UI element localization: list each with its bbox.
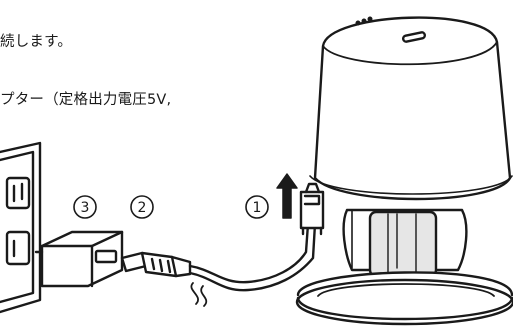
- step-1-circle: [245, 195, 269, 219]
- lamp-device: [295, 16, 513, 326]
- step-2-circle: [130, 195, 154, 219]
- usb-power-adapter: [34, 230, 124, 288]
- device-connector: [299, 182, 325, 236]
- up-arrow-icon: [276, 173, 298, 219]
- usb-cable: [188, 222, 317, 307]
- step-3-circle: [73, 195, 97, 219]
- wall-outlet: [0, 141, 42, 314]
- usb-plug: [120, 251, 192, 278]
- instruction-line-2: プター（定格出力電圧5V,: [0, 92, 172, 108]
- step-1-number: 1: [253, 200, 262, 216]
- step-labels: [73, 195, 269, 219]
- step-3-number: 3: [81, 200, 90, 216]
- step-2-number: 2: [138, 200, 147, 216]
- instruction-line-1: 続します。: [0, 34, 73, 50]
